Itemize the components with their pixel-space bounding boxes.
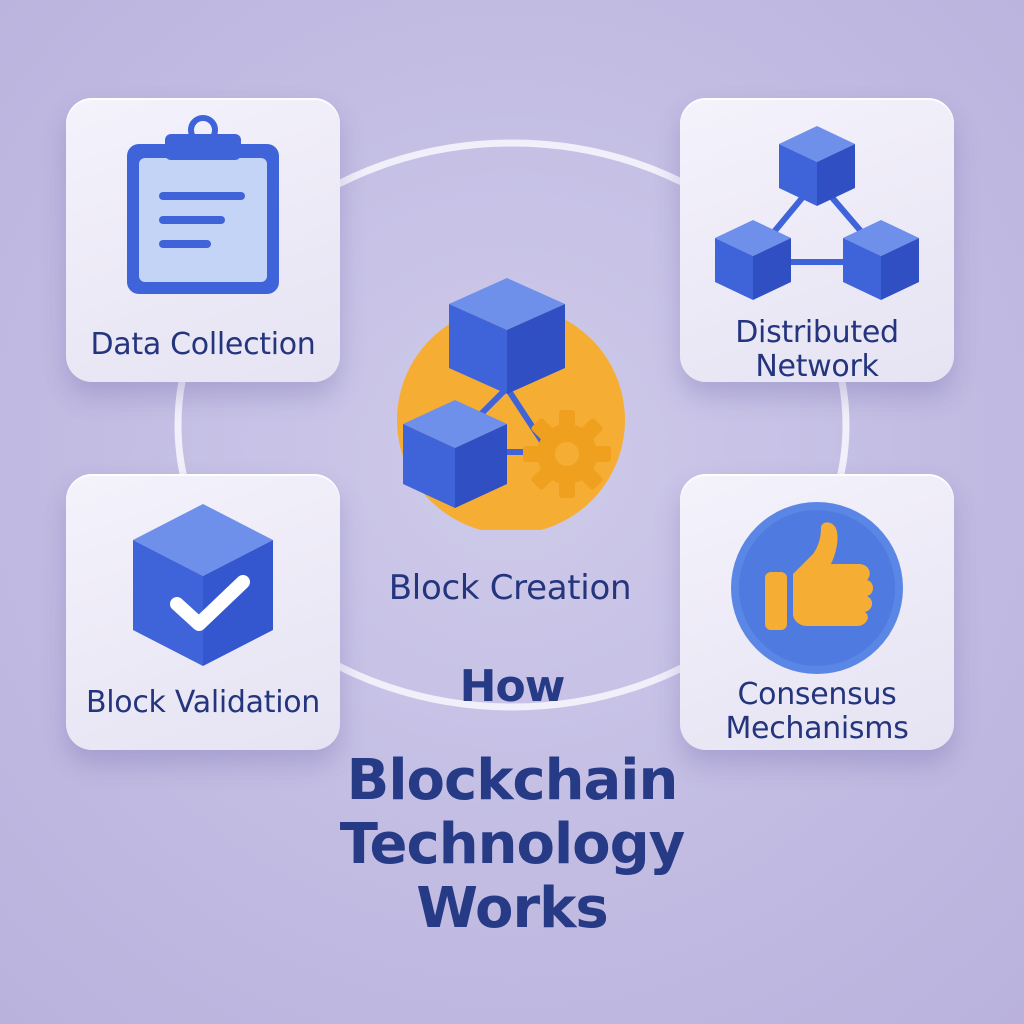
distributed-network-label-line1: Distributed xyxy=(735,315,899,350)
consensus-card: Consensus Mechanisms xyxy=(680,474,954,750)
consensus-label-line1: Consensus xyxy=(737,677,897,712)
cube-checkmark-icon xyxy=(133,504,273,666)
network-cubes-icon xyxy=(715,126,919,300)
title-line-technology: Technology xyxy=(339,812,685,877)
title-line-how: How xyxy=(459,661,566,712)
clipboard-icon xyxy=(127,115,279,294)
thumbs-up-icon xyxy=(731,502,903,674)
block-validation-label: Block Validation xyxy=(85,685,320,720)
block-validation-card: Block Validation xyxy=(66,474,340,750)
title-line-works: Works xyxy=(416,876,608,941)
block-creation-node xyxy=(395,270,635,534)
data-collection-card: Data Collection xyxy=(66,98,340,382)
block-creation-label: Block Creation xyxy=(388,568,632,608)
distributed-network-label-line2: Network xyxy=(755,349,879,384)
data-collection-label: Data Collection xyxy=(90,327,316,362)
distributed-network-card: Distributed Network xyxy=(680,98,954,384)
title-line-blockchain: Blockchain xyxy=(346,748,679,813)
cubes-gear-icon xyxy=(397,278,625,534)
consensus-label-line2: Mechanisms xyxy=(725,711,909,746)
